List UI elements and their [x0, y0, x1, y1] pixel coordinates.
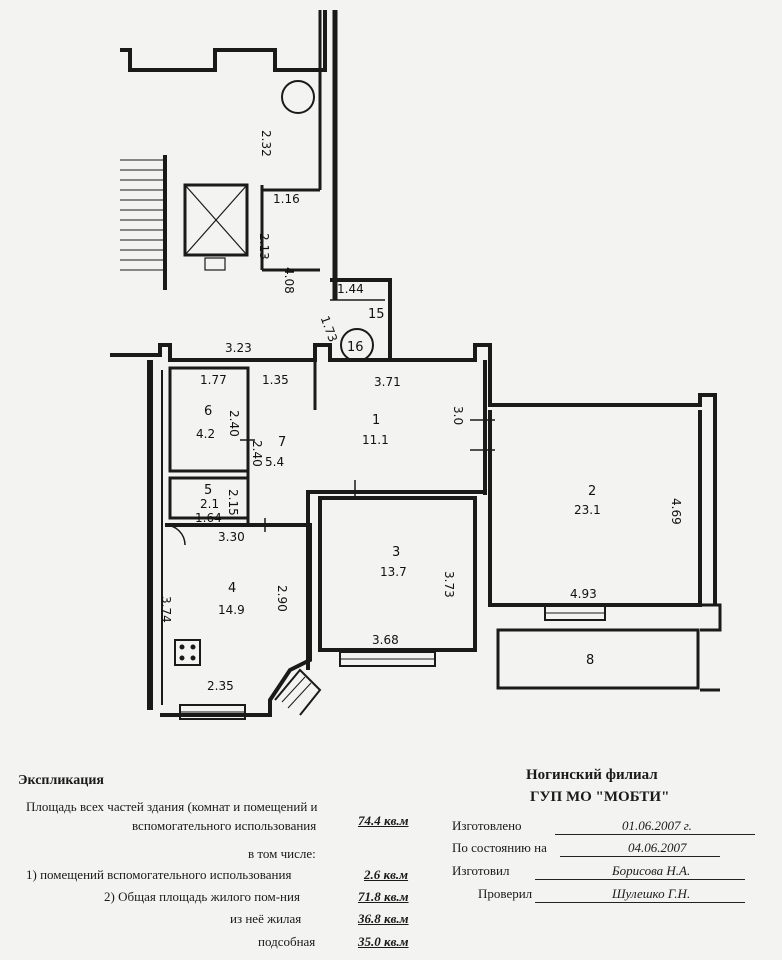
room-number-5: 5 — [204, 483, 212, 498]
aux-area-label: 1) помещений вспомогательного использова… — [26, 867, 292, 882]
explication-title: Экспликация — [18, 773, 104, 788]
dim-label: 2.90 — [275, 585, 289, 612]
dim-label: 2.15 — [226, 489, 240, 516]
room-number-1: 1 — [372, 413, 380, 428]
made-label: Изготовлено — [452, 818, 522, 833]
room-area-3: 13.7 — [380, 565, 407, 579]
room-number-16: 16 — [347, 340, 364, 355]
explication-line2: вспомогательного использования — [132, 818, 317, 833]
checker-underline — [535, 902, 745, 903]
dim-label: 1.77 — [200, 373, 227, 387]
checker-label: Проверил — [478, 886, 533, 901]
dim-label: 3.68 — [372, 633, 399, 647]
explication-line1: Площадь всех частей здания (комнат и пом… — [26, 799, 318, 814]
total-living-value: 71.8 кв.м — [358, 889, 409, 904]
room-number-4: 4 — [228, 581, 236, 596]
room-number-2: 2 — [588, 484, 596, 499]
total-area-value: 74.4 кв.м — [358, 813, 409, 828]
dim-label: 1.44 — [337, 282, 364, 296]
explication-incl: в том числе: — [248, 846, 316, 861]
living-value: 36.8 кв.м — [358, 911, 409, 926]
org-name-1: Ногинский филиал — [526, 767, 658, 783]
dim-label: 1.64 — [195, 511, 222, 525]
dim-label: 3.73 — [442, 571, 456, 598]
dim-label: 2.32 — [259, 130, 273, 157]
utility-label: подсобная — [258, 934, 316, 949]
room-area-2: 23.1 — [574, 503, 601, 517]
checker-value: Шулешко Г.Н. — [612, 886, 691, 901]
made-value: 01.06.2007 г. — [622, 818, 692, 833]
room-number-8: 8 — [586, 653, 594, 668]
org-name-2: ГУП МО "МОБТИ" — [530, 789, 670, 805]
dim-label: 3.0 — [451, 406, 465, 425]
room-area-4: 14.9 — [218, 603, 245, 617]
dim-label: 3.23 — [225, 341, 252, 355]
room-number-7: 7 — [278, 435, 286, 450]
dim-label: 2.35 — [207, 679, 234, 693]
living-label: из неё жилая — [230, 911, 302, 926]
dim-label: 4.93 — [570, 587, 597, 601]
dim-label: 3.30 — [218, 530, 245, 544]
maker-value: Борисова Н.А. — [612, 863, 691, 878]
room-area-7: 5.4 — [265, 455, 284, 469]
dim-label: 1.73 — [318, 314, 340, 344]
dim-label: 1.16 — [273, 192, 300, 206]
dim-label: 2.40 — [250, 440, 264, 467]
room-number-3: 3 — [392, 545, 400, 560]
dim-label: 2.13 — [257, 233, 271, 260]
room-area-1: 11.1 — [362, 433, 389, 447]
dim-label: 3.71 — [374, 375, 401, 389]
maker-label: Изготовил — [452, 863, 510, 878]
maker-underline — [535, 879, 745, 880]
total-living-label: 2) Общая площадь жилого пом-ния — [104, 889, 300, 904]
dim-label: 1.35 — [262, 373, 289, 387]
made-underline — [555, 834, 755, 835]
room-area-6: 4.2 — [196, 427, 215, 441]
floor-plan: 2.32 1.16 2.13 4.08 1.44 15 1.73 16 3.23… — [110, 10, 722, 720]
state-label: По состоянию на — [452, 840, 547, 855]
state-underline — [560, 856, 720, 857]
state-value: 04.06.2007 — [628, 840, 687, 855]
dim-label: 4.69 — [669, 498, 683, 525]
room-number-15: 15 — [368, 307, 385, 322]
room-area-5: 2.1 — [200, 497, 219, 511]
dim-label: 2.40 — [227, 410, 241, 437]
utility-value: 35.0 кв.м — [358, 934, 409, 949]
dim-label: 3.74 — [159, 596, 173, 623]
dim-label: 4.08 — [282, 267, 296, 294]
aux-area-value: 2.6 кв.м — [364, 867, 409, 882]
room-number-6: 6 — [204, 404, 212, 419]
